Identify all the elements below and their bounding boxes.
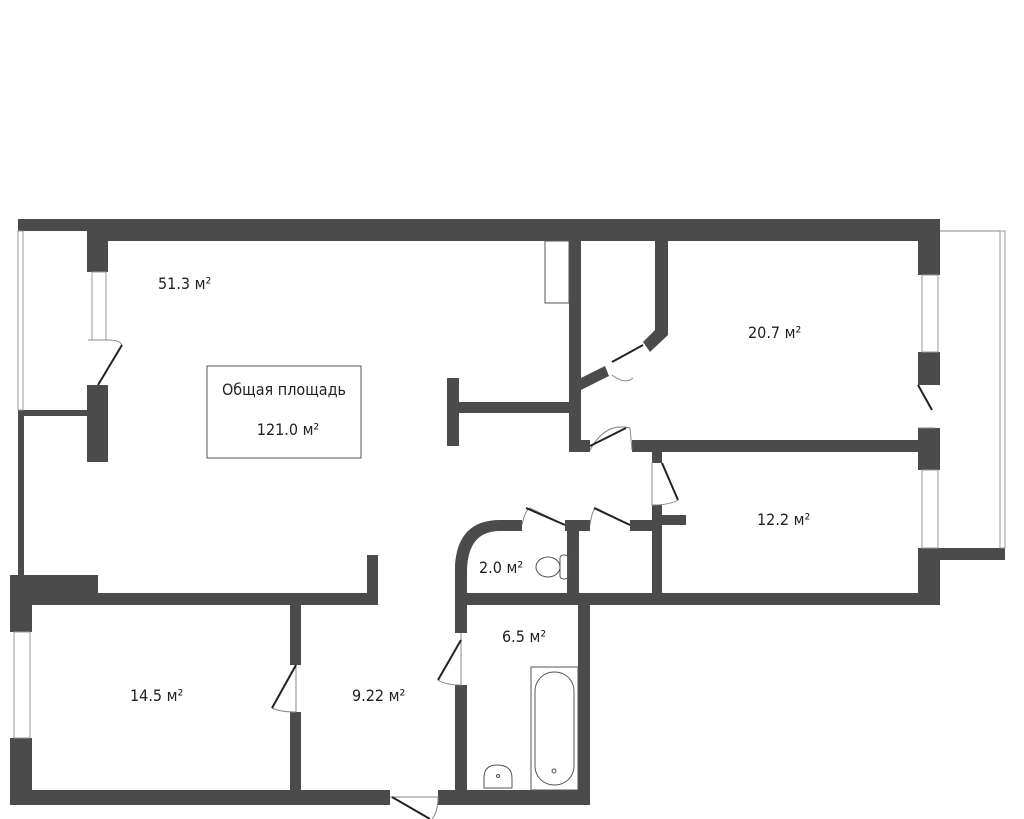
window-bedroom-right: [921, 469, 939, 549]
room-area-bedroom-bottom-left: 14.5 м²: [130, 686, 184, 705]
window-bedroom-top: [921, 274, 939, 353]
window-bedroom-left: [13, 631, 31, 739]
room-area-toilet: 2.0 м²: [479, 558, 524, 577]
room-area-living: 51.3 м²: [158, 274, 212, 293]
sink-icon: [483, 764, 513, 789]
balcony-window-right: [999, 230, 1006, 549]
total-area-label: Общая площадь: [221, 380, 347, 399]
total-area-box: [206, 365, 362, 459]
bathtub-icon: [530, 666, 579, 791]
room-area-bedroom-top-right: 20.7 м²: [748, 323, 802, 342]
window-living: [91, 271, 107, 341]
room-area-bedroom-right: 12.2 м²: [757, 510, 811, 529]
room-area-hall: 9.22 м²: [352, 686, 406, 705]
room-area-bathroom: 6.5 м²: [502, 627, 547, 646]
total-area-value: 121.0 м²: [256, 420, 320, 439]
toilet-icon: [535, 556, 561, 578]
doors: [88, 339, 935, 819]
balcony-window-left: [17, 230, 24, 411]
closet-icon: [544, 240, 570, 304]
bathtub-inner-icon: [534, 671, 575, 786]
windows: [13, 230, 1006, 739]
fixtures: [483, 240, 579, 791]
walls: [10, 219, 1005, 805]
